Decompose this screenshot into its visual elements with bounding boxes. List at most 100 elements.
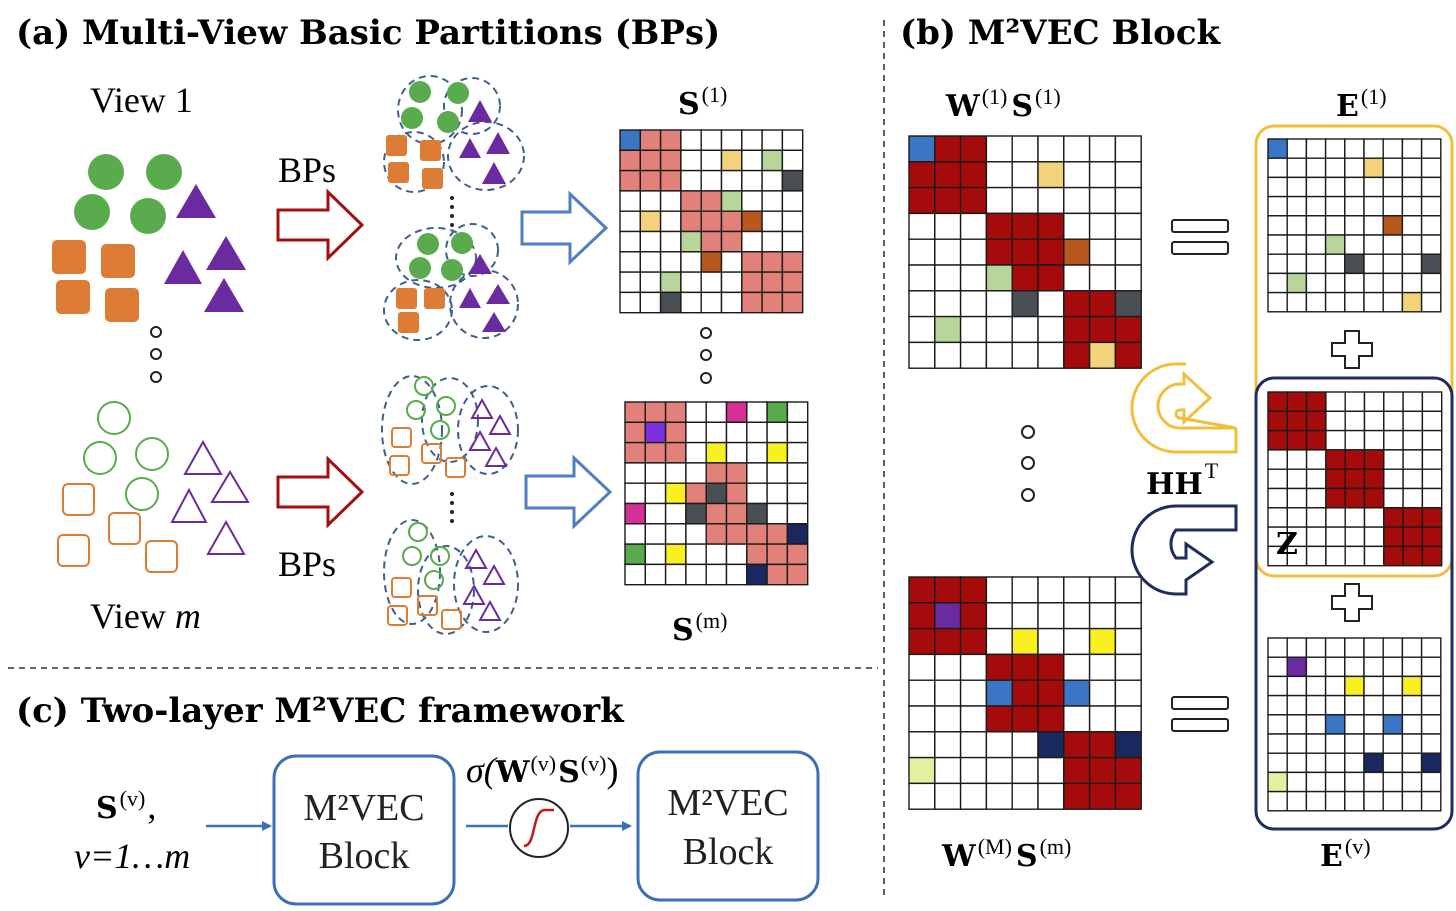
matrix-cell <box>1363 771 1384 793</box>
matrix-cell <box>959 627 988 656</box>
matrix-cell <box>624 441 646 464</box>
matrix-cell <box>908 341 936 369</box>
matrix-cell <box>1286 195 1308 217</box>
matrix-cell <box>1267 694 1288 716</box>
matrix-cell <box>685 462 707 484</box>
matrix-cell <box>720 251 743 273</box>
matrix-cell <box>766 543 789 566</box>
matrix-cell <box>985 782 1013 810</box>
matrix-cell <box>1088 627 1117 656</box>
matrix-cell <box>1382 215 1404 236</box>
purple-triangle-icon <box>204 278 244 312</box>
matrix-cell <box>1382 752 1404 774</box>
matrix-cell <box>781 210 804 233</box>
view-1-label: View 1 <box>90 80 193 120</box>
wmsm-label: W(M)S(m) <box>941 834 1071 874</box>
matrix-cell <box>1267 790 1288 812</box>
matrix-cell <box>1421 449 1443 470</box>
matrix-cell <box>1037 161 1065 189</box>
matrix-cell <box>934 679 962 707</box>
matrix-cell <box>1324 714 1346 735</box>
sigmoid-icon <box>509 798 569 858</box>
matrix-cell <box>934 238 962 266</box>
purple-triangle-outline-icon <box>170 487 208 523</box>
matrix-cell <box>786 462 809 484</box>
matrix-cell <box>1305 138 1327 159</box>
matrix-cell <box>1325 410 1346 432</box>
matrix-cell <box>700 251 723 273</box>
e1-z-frame <box>1254 124 1454 578</box>
matrix-cell <box>1063 782 1091 810</box>
matrix-cell <box>985 341 1013 369</box>
matrix-cell <box>664 502 687 525</box>
uturn-arrow-gold-icon <box>1156 370 1237 430</box>
block2-line1: M²VEC <box>667 782 788 824</box>
matrix-cell <box>1286 637 1308 658</box>
matrix-cell <box>680 129 702 151</box>
matrix-cell <box>1267 176 1288 198</box>
matrix-cell <box>908 627 936 656</box>
matrix-cell <box>761 129 784 151</box>
matrix-cell <box>685 482 707 505</box>
matrix-cell <box>959 602 988 630</box>
matrix-cell <box>1011 756 1039 785</box>
matrix-cell <box>985 238 1013 266</box>
matrix-cell <box>1114 212 1142 240</box>
matrix-cell <box>1286 291 1308 313</box>
matrix-cell <box>1037 756 1065 785</box>
orange-square-icon <box>56 280 90 314</box>
matrix-cell <box>680 271 702 294</box>
matrix-cell <box>1383 429 1404 451</box>
matrix-cell <box>1344 733 1365 754</box>
matrix-cell <box>781 291 804 314</box>
matrix-cell <box>1011 315 1039 344</box>
matrix-cell <box>959 161 988 189</box>
matrix-cell <box>1063 135 1091 163</box>
matrix-cell <box>1363 291 1384 313</box>
matrix-cell <box>1325 526 1346 548</box>
matrix-cell <box>746 441 768 464</box>
matrix-cell <box>761 149 784 172</box>
matrix-cell <box>1344 253 1365 275</box>
matrix-cell <box>746 421 768 444</box>
matrix-cell <box>1402 487 1424 509</box>
matrix-cell <box>1363 215 1384 236</box>
matrix-cell <box>959 290 988 318</box>
matrix-cell <box>959 705 988 733</box>
matrix-cell <box>1088 731 1117 759</box>
matrix-cell <box>705 401 728 423</box>
matrix-cell <box>1037 782 1065 810</box>
matrix-cell <box>705 462 728 484</box>
matrix-cell <box>1305 468 1327 490</box>
matrix-cell <box>1037 186 1065 215</box>
matrix-cell <box>786 482 809 505</box>
matrix-cell <box>781 190 804 212</box>
matrix-cell <box>1267 195 1288 217</box>
matrix-cell <box>1011 161 1039 189</box>
matrix-cell <box>659 190 682 212</box>
matrix-cell <box>639 251 662 273</box>
matrix-cell <box>761 190 784 212</box>
matrix-cell <box>1267 752 1288 774</box>
m2vec-block-2 <box>636 750 820 902</box>
matrix-cell <box>725 462 748 484</box>
matrix-cell <box>1088 290 1117 318</box>
matrix-cell <box>705 523 728 545</box>
matrix-cell <box>746 502 768 525</box>
bps-arrow-top-icon <box>276 188 365 262</box>
matrix-cell <box>1305 195 1327 217</box>
matrix-cell <box>985 653 1013 681</box>
matrix-cell <box>1286 656 1308 678</box>
matrix-cell <box>1402 468 1424 490</box>
matrix-cell <box>1344 487 1366 509</box>
matrix-cell <box>1401 157 1423 179</box>
matrix-cell <box>1344 195 1365 217</box>
matrix-cell <box>1344 176 1365 198</box>
matrix-cell <box>619 291 641 314</box>
matrix-cell <box>908 186 936 215</box>
matrix-cell <box>1382 157 1404 179</box>
matrix-cell <box>1011 264 1039 292</box>
matrix-cell <box>619 190 641 212</box>
